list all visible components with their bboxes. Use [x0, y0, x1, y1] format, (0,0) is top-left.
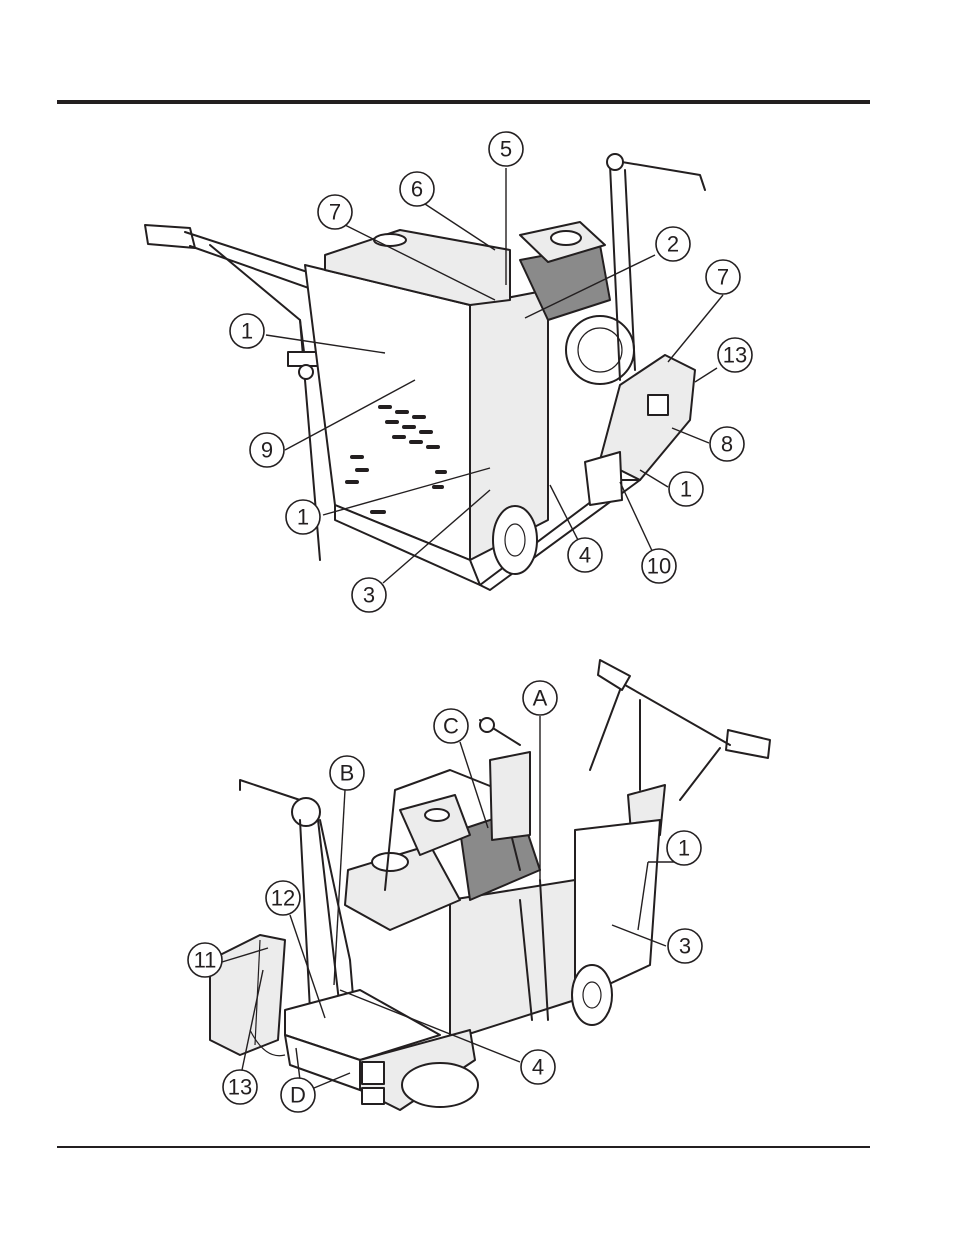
svg-text:8: 8: [721, 432, 733, 457]
callout-label-4a: 4: [568, 538, 602, 572]
svg-text:4: 4: [579, 543, 591, 568]
svg-text:5: 5: [500, 137, 512, 162]
svg-text:4: 4: [532, 1055, 544, 1080]
callout-label-8: 8: [710, 427, 744, 461]
callout-label-10: 10: [642, 549, 676, 583]
callout-label-3: 3: [352, 578, 386, 612]
callout-label-13a: 13: [718, 338, 752, 372]
callout-label-6: 6: [400, 172, 434, 206]
svg-text:7: 7: [717, 265, 729, 290]
callout-label-12: 12: [266, 881, 300, 915]
svg-text:1: 1: [297, 505, 309, 530]
callout-label-1d: 1: [667, 831, 701, 865]
saw-illustration-front: [145, 154, 705, 590]
callout-label-1c: 1: [669, 472, 703, 506]
svg-text:2: 2: [667, 232, 679, 257]
callout-label-1a: 1: [230, 314, 264, 348]
callout-label-2: 2: [656, 227, 690, 261]
svg-text:3: 3: [679, 934, 691, 959]
svg-text:10: 10: [647, 554, 671, 579]
svg-text:9: 9: [261, 438, 273, 463]
svg-text:B: B: [340, 761, 355, 786]
svg-text:13: 13: [228, 1075, 252, 1100]
callout-label-7b: 7: [706, 260, 740, 294]
svg-text:6: 6: [411, 177, 423, 202]
svg-text:3: 3: [363, 583, 375, 608]
svg-text:12: 12: [271, 886, 295, 911]
svg-text:D: D: [290, 1083, 306, 1108]
svg-text:1: 1: [680, 477, 692, 502]
callout-label-D: D: [281, 1078, 315, 1112]
callout-label-3b: 3: [668, 929, 702, 963]
svg-text:1: 1: [241, 319, 253, 344]
callout-label-A: A: [523, 681, 557, 715]
callout-label-1b: 1: [286, 500, 320, 534]
svg-text:C: C: [443, 714, 459, 739]
callout-label-13b: 13: [223, 1070, 257, 1104]
svg-text:13: 13: [723, 343, 747, 368]
svg-text:1: 1: [678, 836, 690, 861]
callout-label-B: B: [330, 756, 364, 790]
callout-label-7a: 7: [318, 195, 352, 229]
callout-label-4b: 4: [521, 1050, 555, 1084]
svg-text:11: 11: [194, 948, 217, 973]
callout-label-5: 5: [489, 132, 523, 166]
callout-label-11: 11: [188, 943, 222, 977]
callout-label-C: C: [434, 709, 468, 743]
callout-label-9: 9: [250, 433, 284, 467]
svg-text:7: 7: [329, 200, 341, 225]
svg-text:A: A: [533, 686, 548, 711]
